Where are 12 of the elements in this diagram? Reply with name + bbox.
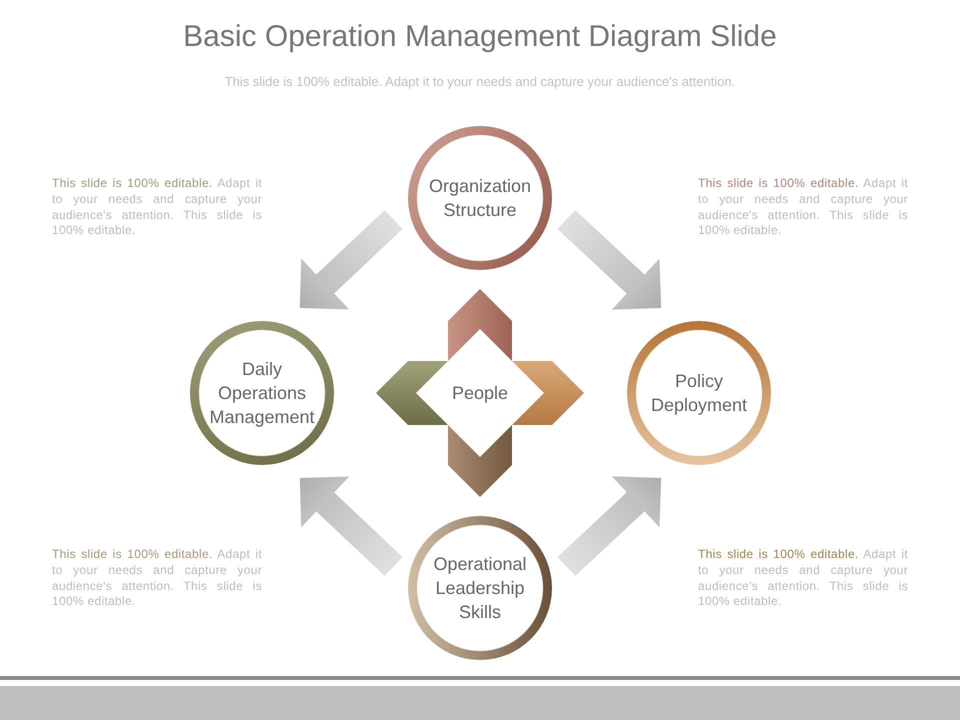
subtitle: This slide is 100% editable. Adapt it to your needs and capture your audience's attention. bbox=[224, 73, 736, 91]
note-text: This slide is 100% editable. Adapt it to your needs and capture your audience's attention. This slide is 100% editable. bbox=[698, 176, 908, 240]
node-label: Organization Structure bbox=[428, 175, 532, 222]
node-label: Daily Operations Management bbox=[208, 358, 316, 429]
node-label: Policy Deployment bbox=[650, 370, 748, 417]
diamond-node bbox=[416, 329, 544, 457]
node-label: People bbox=[450, 382, 510, 405]
title: Basic Operation Management Diagram Slide bbox=[182, 19, 778, 55]
note-text: This slide is 100% editable. Adapt it to your needs and capture your audience's attention. This slide is 100% editable. bbox=[52, 547, 262, 610]
note-text: This slide is 100% editable. Adapt it to your needs and capture your audience's attention. This slide is 100% editable. bbox=[698, 547, 908, 610]
node-label: Operational Leadership Skills bbox=[432, 553, 528, 624]
note-text: This slide is 100% editable. Adapt it to your needs and capture your audience's attention. This slide is 100% editable. bbox=[52, 176, 262, 240]
